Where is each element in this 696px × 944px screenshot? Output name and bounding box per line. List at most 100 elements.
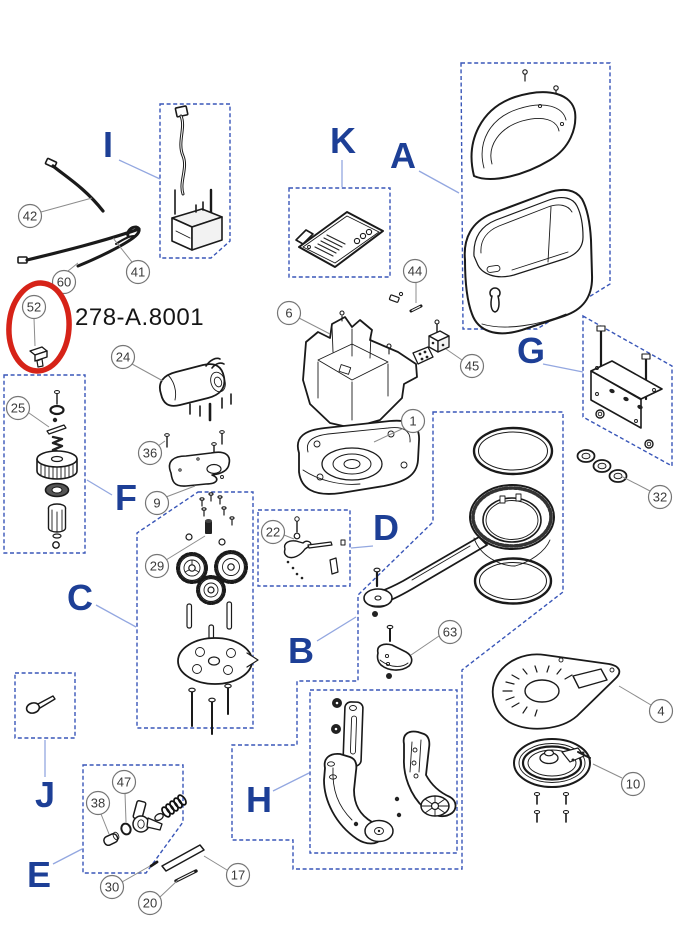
callout-number-32: 32 [653,490,667,505]
part-arm-right [394,730,457,818]
callout-number-6: 6 [285,306,292,321]
callouts-layer: 4260415224253692922644451633241038473020… [5,197,674,916]
section-box-K [288,187,391,278]
part-bracket [590,325,663,449]
section-label-A: A [390,135,416,176]
callout-leader-52 [33,317,36,347]
callout-leader-29 [165,535,206,561]
section-label-G: G [517,330,545,371]
section-leader-G [542,363,584,373]
callout-number-10: 10 [626,777,640,792]
callout-balloon-9 [144,490,170,516]
part-pulley [513,738,591,823]
callout-balloon-24 [110,344,136,370]
callout-balloon-17 [225,862,251,888]
callout-number-22: 22 [266,525,280,540]
callout-leader-20 [159,879,179,898]
callout-leader-45 [445,348,463,361]
callout-number-47: 47 [117,775,131,790]
callout-number-29: 29 [150,559,164,574]
parts-artwork [17,69,663,883]
section-box-C [136,491,254,729]
callout-number-42: 42 [23,209,37,224]
part-code-label: 278-A.8001 [75,304,204,331]
callout-number-24: 24 [116,350,130,365]
part-plate [168,451,231,487]
part-52-clip [29,346,48,368]
section-leader-F [86,479,113,496]
part-20-rod [174,869,198,883]
section-label-K: K [330,120,356,161]
callout-balloon-52 [21,294,47,320]
callout-number-41: 41 [131,265,145,280]
part-motor-chassis [302,310,418,429]
callout-balloon-4 [648,698,674,724]
part-cam-plate [491,653,621,730]
callout-balloon-10 [620,771,646,797]
section-box-J [14,672,76,739]
part-key [25,695,56,714]
callout-balloon-20 [137,890,163,916]
callout-balloon-41 [125,259,151,285]
section-box-I [159,103,231,259]
callout-balloon-42 [17,203,43,229]
callout-leader-9 [165,485,196,498]
section-leader-C [95,604,137,628]
part-motor [159,357,232,422]
part-gear-cluster [176,492,259,735]
section-label-J: J [35,774,55,815]
section-leader-A [418,170,460,194]
callout-leader-42 [40,197,93,213]
callout-balloon-30 [99,874,125,900]
callout-leader-60 [67,262,79,272]
part-44-fasteners [388,291,423,313]
section-leader-I [118,159,161,180]
callout-leader-32 [620,475,651,492]
section-box-B [231,411,564,870]
callout-number-25: 25 [11,401,25,416]
part-63-bracket [376,624,413,679]
section-box-G [582,314,673,468]
callout-leader-24 [131,363,164,382]
part-release-assembly [103,794,187,847]
part-gear-stack [36,390,78,549]
part-45-terminal [412,319,450,365]
part-36-screws [164,430,225,454]
part-cover [470,69,577,180]
callout-balloon-63 [437,619,463,645]
part-32-washers [576,449,628,483]
callout-leader-47 [124,792,127,823]
callout-balloon-6 [276,300,302,326]
callout-number-4: 4 [657,704,664,719]
callout-leader-4 [618,685,652,706]
section-box-F [3,374,86,554]
part-transformer [171,105,223,251]
callout-balloon-22 [260,519,286,545]
section-label-F: F [115,477,137,518]
callout-number-17: 17 [231,868,245,883]
section-box-E [82,764,184,874]
section-leader-D [350,545,374,549]
callout-balloon-25 [5,395,31,421]
part-arm-left [323,698,394,845]
callout-number-52: 52 [27,300,41,315]
section-label-B: B [288,630,314,671]
callout-leader-25 [28,412,50,428]
section-label-I: I [103,124,113,165]
callout-leader-17 [203,855,228,871]
part-base [296,419,420,495]
section-label-C: C [67,577,93,618]
callout-balloon-32 [647,484,673,510]
callout-balloon-44 [402,258,428,284]
callout-number-30: 30 [105,880,119,895]
callout-number-38: 38 [91,796,105,811]
part-control-board [295,211,384,268]
callout-leader-30 [121,865,151,883]
callout-number-63: 63 [443,625,457,640]
callout-leader-38 [100,813,110,835]
callout-number-45: 45 [465,359,479,374]
callout-number-1: 1 [409,414,416,429]
callout-balloon-29 [144,553,170,579]
